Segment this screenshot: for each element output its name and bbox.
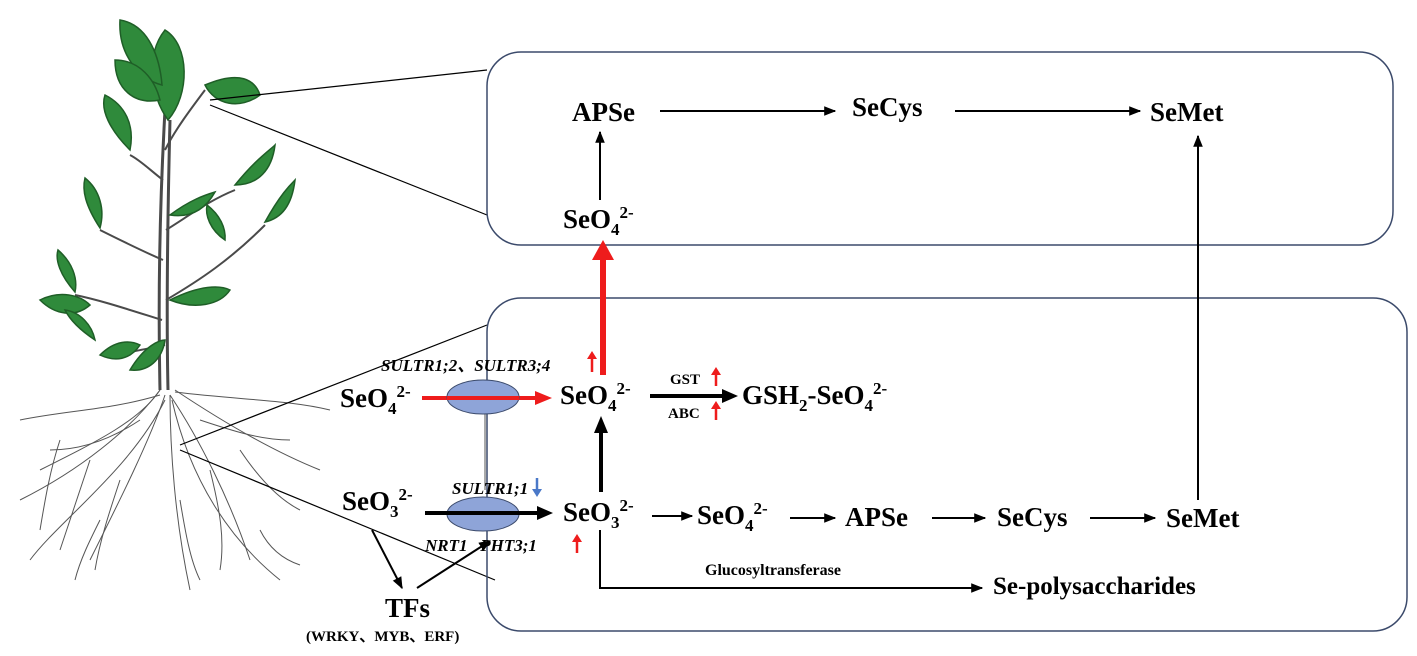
- seo3-uptake-arrow-head: [537, 506, 553, 520]
- outside-seo4-label: SeO42-: [340, 382, 411, 418]
- seo3-to-seo4-arrow-head: [594, 416, 608, 433]
- upregulated-arrow-icon: [711, 401, 721, 420]
- chain-semet-label: SeMet: [1166, 503, 1239, 533]
- glucosyltransferase-path: [599, 530, 984, 593]
- seo3-to-tfs-arrow: [371, 529, 403, 590]
- se-polysaccharides-label: Se-polysaccharides: [993, 573, 1196, 600]
- plant-stems: [74, 89, 266, 391]
- sultr-upper-label: SULTR1;2、SULTR3;4: [381, 356, 550, 375]
- downregulated-arrow-icon: [532, 478, 542, 497]
- gst-label: GST: [670, 372, 700, 388]
- chain-secys-label: SeCys: [997, 502, 1068, 532]
- leaf-pathway-box: [486, 51, 1394, 246]
- red-arrow-head-up: [592, 240, 614, 260]
- top-secys-label: SeCys: [852, 92, 923, 122]
- nrt-pht-label: NRT1 PHT3;1: [424, 536, 537, 555]
- chain-apse-label: APSe: [845, 502, 908, 532]
- gsh-seo4-label: GSH2-SeO42-: [742, 379, 888, 415]
- abc-label: ABC: [668, 406, 700, 422]
- upregulated-arrow-icon: [711, 367, 721, 386]
- tfs-to-transporter-arrow: [416, 540, 492, 589]
- red-arrow-head-right: [535, 391, 552, 405]
- chain-seo4-label: SeO42-: [697, 499, 768, 535]
- inside-seo4-label: SeO42-: [560, 379, 631, 415]
- upregulated-arrow-icon: [587, 351, 597, 372]
- tfs-list-label: (WRKY、MYB、ERF): [306, 629, 459, 645]
- plant-roots: [19, 389, 331, 591]
- tfs-label: TFs: [385, 593, 430, 623]
- sultr-lower-label: SULTR1;1: [452, 479, 528, 498]
- outside-seo3-label: SeO32-: [342, 485, 413, 521]
- callout-lines: [179, 69, 496, 581]
- gst-abc-arrow-head: [722, 389, 738, 403]
- plant-leaves: [38, 19, 297, 371]
- root-pathway-box: [486, 297, 1408, 632]
- top-seo4-label: SeO42-: [563, 203, 634, 239]
- upregulated-arrow-icon: [572, 534, 582, 553]
- top-semet-label: SeMet: [1150, 97, 1223, 127]
- plant-illustration-icon: [19, 19, 331, 591]
- top-apse-label: APSe: [572, 97, 635, 127]
- inside-seo3-label: SeO32-: [563, 496, 634, 532]
- glucosyltransferase-label: Glucosyltransferase: [705, 562, 841, 579]
